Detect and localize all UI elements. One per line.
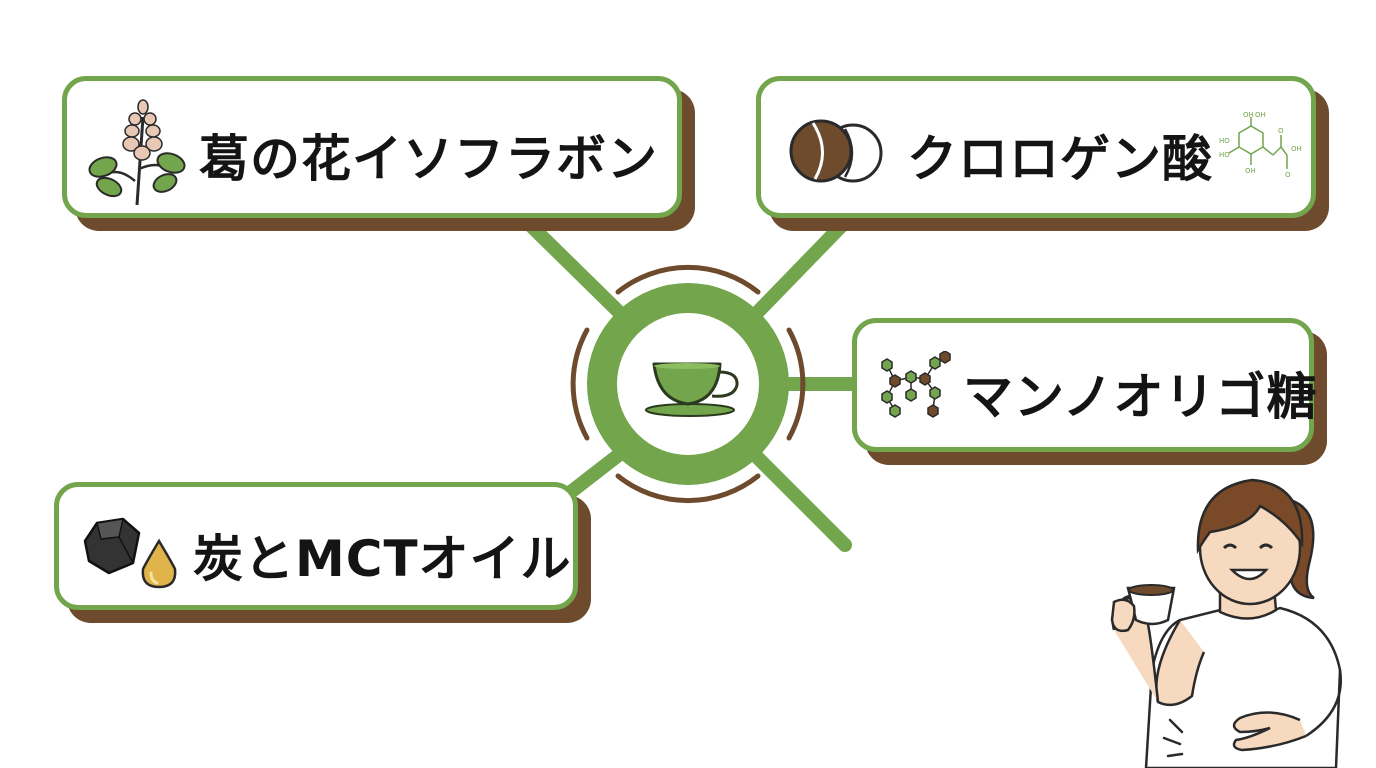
woman-drinking-coffee-icon xyxy=(1110,478,1342,768)
connector-empty xyxy=(745,445,852,552)
structure-oh-4: OH xyxy=(1291,145,1302,153)
green-teacup-icon xyxy=(645,362,739,417)
card-mannooligosaccharide: マンノオリゴ糖 xyxy=(852,318,1317,452)
structure-ho-1: HO xyxy=(1219,137,1230,145)
chemical-structure-icon: OH OH HO HO OH OH O O xyxy=(1219,111,1302,179)
label-charcoal-mct-oil: 炭とMCTオイル xyxy=(193,530,572,588)
label-kudzu-isoflavone: 葛の花イソフラボン xyxy=(199,130,658,188)
label-chlorogenic-acid: クロロゲン酸 xyxy=(907,130,1213,188)
structure-ho-2: HO xyxy=(1219,151,1230,159)
structure-o-2: O xyxy=(1285,171,1291,179)
charcoal-oil-drop-icon xyxy=(83,517,177,589)
card-charcoal-mct-oil: 炭とMCTオイル xyxy=(54,482,578,610)
connector-chlorogenic xyxy=(745,208,859,325)
structure-oh-2: OH xyxy=(1255,111,1266,119)
hub-arcs xyxy=(570,264,806,504)
structure-oh-3: OH xyxy=(1245,167,1256,175)
molecule-chain-icon xyxy=(881,351,951,418)
structure-o-1: O xyxy=(1278,127,1284,135)
coffee-bean-icon xyxy=(789,119,883,183)
structure-oh-1: OH xyxy=(1243,111,1254,119)
card-chlorogenic-acid: クロロゲン酸 OH OH HO HO OH OH O O xyxy=(756,76,1316,218)
connector-kudzu xyxy=(513,208,632,325)
kudzu-flower-icon xyxy=(88,99,186,206)
card-kudzu-isoflavone: 葛の花イソフラボン xyxy=(62,76,682,218)
label-mannooligosaccharide: マンノオリゴ糖 xyxy=(963,368,1318,426)
